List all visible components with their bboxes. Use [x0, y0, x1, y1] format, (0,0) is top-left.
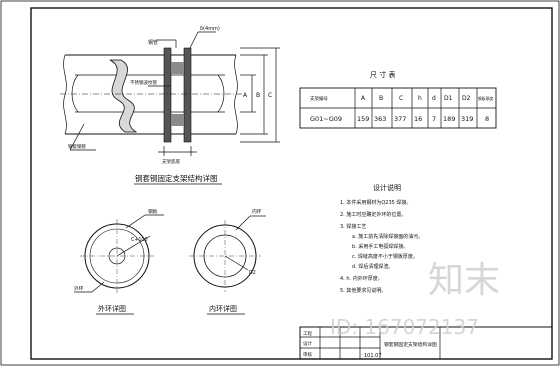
notes-title: 设计说明 [373, 183, 401, 192]
note-5: 5. 其他要求见说明。 [340, 287, 386, 294]
title-block-drawing-title: 钢套钢固定支架结构详图 [384, 341, 437, 348]
note-3d: d. 焊后清理焊渣。 [352, 263, 393, 270]
dim-label-a: A [243, 92, 248, 99]
caption-section-view: 钢套钢固定支架结构详图 [135, 173, 218, 183]
note-1: 1. 本件采用钢材为Q235 焊接。 [340, 199, 411, 206]
table-cell-b: 363 [374, 115, 386, 123]
table-header-plate: 钢板厚度 [478, 96, 493, 101]
note-3b: b. 采用手工电弧焊焊接。 [352, 243, 408, 250]
table-cell-d2: 319 [461, 115, 473, 123]
size-table [299, 87, 497, 129]
table-cell-h: 16 [414, 115, 422, 123]
table-cell-plate: 8 [485, 115, 489, 123]
table-cell-c: 377 [394, 115, 406, 123]
table-cell-id: G01~G09 [310, 115, 342, 123]
table-cell-d1: 189 [443, 115, 455, 123]
outer-ring-label-top: 钢板 [148, 208, 158, 215]
sheet-number: 101.07 [364, 353, 382, 359]
label-steel-pipe: 钢管 [148, 39, 158, 46]
note-2: 2. 施工时应确定外环的位置。 [340, 211, 406, 218]
label-support-base: 支架底座 [162, 158, 180, 165]
dim-label-c: C [268, 92, 272, 99]
section-view [60, 31, 280, 156]
title-block-row1: 工程 [303, 330, 312, 337]
outer-ring-dim: C+100 [131, 237, 148, 243]
label-casing-pipe: 钢套钢管 [68, 143, 86, 150]
inner-ring-drawing [189, 215, 266, 292]
note-4: 4. h. 内外环厚度。 [340, 275, 383, 282]
watermark-brand: 知末 [428, 260, 500, 301]
label-bellows: 不锈钢波纹管 [130, 79, 157, 86]
table-cell-a: 159 [357, 115, 369, 123]
title-block-row3: 审核 [303, 351, 312, 358]
note-3c: c. 焊缝高度不小于钢板厚度。 [352, 253, 418, 260]
note-3: 3. 焊接工艺 [340, 223, 366, 230]
size-table-title: 尺 寸 表 [370, 70, 395, 79]
watermark-id: ID: 167072137 [330, 315, 479, 339]
inner-ring-label-top: 内环 [252, 208, 262, 215]
sheet-inner-border [30, 7, 553, 360]
outer-ring-label-bottom: 外环 [74, 285, 84, 292]
table-cell-d: 7 [432, 115, 436, 123]
label-plate-thickness: δ(4mm) [200, 26, 220, 32]
table-header-d1: D1 [444, 95, 453, 102]
table-header-d: d [432, 95, 436, 102]
table-header-d2: D2 [462, 95, 471, 102]
table-header-b: B [379, 95, 383, 102]
title-block [299, 326, 553, 360]
table-header-c: C [399, 95, 403, 102]
outer-ring-drawing [74, 214, 164, 293]
table-header-h: h [418, 95, 422, 102]
note-3a: a. 施工前先清除焊接面的油污。 [352, 233, 423, 240]
title-block-row2: 设计 [303, 340, 312, 347]
dim-label-b: B [256, 92, 260, 99]
caption-inner-ring: 内环详图 [209, 304, 237, 313]
inner-ring-dim: D2 [249, 270, 256, 276]
table-header-id: 支架编号 [310, 95, 328, 102]
caption-outer-ring: 外环详图 [98, 304, 126, 313]
table-header-a: A [361, 95, 366, 102]
